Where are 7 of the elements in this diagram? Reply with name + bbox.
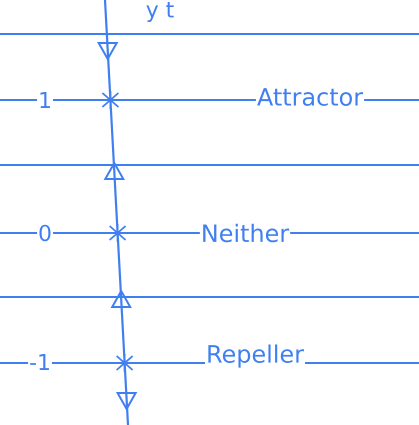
axis-label: Repeller [205,343,305,369]
axis-label: Attractor [256,87,364,107]
axis-label: -1 [28,353,52,371]
axis-label: 0 [37,224,53,242]
axis-label: 1 [37,91,53,109]
axis-label: Neither [200,222,290,244]
axis-label: y t [144,1,176,23]
